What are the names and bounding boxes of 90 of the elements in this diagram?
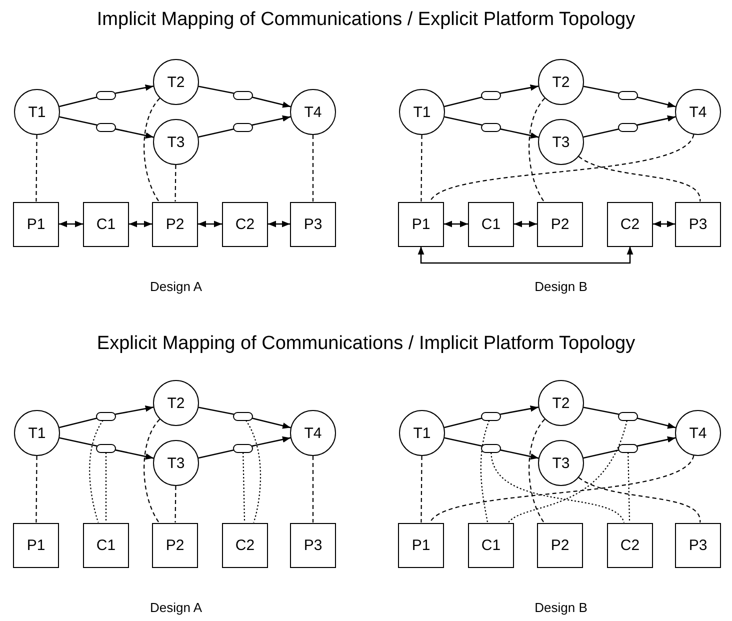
arrow [252,418,291,429]
arrow [500,84,538,94]
double-arrow [198,220,222,228]
design-caption: Design A [150,600,202,616]
dashed-line [420,456,422,522]
arrow [636,436,676,447]
dotted-line [628,452,630,523]
arrow [636,418,676,429]
arrow [252,115,291,126]
platform-box: P3 [675,202,721,246]
dashed-line [144,418,160,523]
dashed-line [528,418,546,523]
line [198,128,234,138]
platform-box: P3 [290,202,336,246]
platform-box: P2 [537,202,583,246]
line [198,449,234,459]
platform-box: C2 [607,522,653,568]
platform-box: P1 [13,522,59,568]
line [198,406,234,415]
arrow [115,406,154,415]
platform-box: C1 [468,202,514,246]
double-arrow [268,220,290,228]
dashed-line [174,165,176,202]
arrow [114,128,154,139]
dashed-line [430,455,694,523]
dashed-line [430,134,694,202]
arrow [500,128,539,139]
dashed-line [420,135,422,202]
dotted-line [242,452,246,523]
line [59,116,98,126]
section-heading: Explicit Mapping of Communications / Implicit Platform Topology [96,332,636,356]
double-arrow [418,246,634,264]
platform-box: C2 [222,202,268,246]
design-caption: Design A [150,279,202,295]
platform-box: P3 [675,522,721,568]
arrow [636,96,676,108]
line [583,128,620,138]
arrow [636,115,676,126]
line [198,86,234,94]
double-arrow [653,220,675,228]
arrow [115,84,154,94]
platform-box: C2 [222,522,268,568]
dashed-line [312,456,314,522]
platform-box: C1 [83,522,129,568]
dotted-line [480,420,490,523]
line [583,406,619,415]
dotted-line [245,420,261,523]
dashed-line [174,486,176,522]
dashed-line [312,135,314,202]
platform-box: C2 [607,202,653,246]
design-caption: Design B [534,600,588,616]
line [59,418,98,428]
line [444,437,482,447]
platform-box: P2 [152,522,198,568]
line [583,86,619,94]
arrow [252,96,291,108]
double-arrow [59,220,83,228]
dashed-line [36,456,38,522]
dotted-line [89,420,104,523]
dotted-line [105,452,107,522]
arrow [500,449,539,460]
arrow [500,406,538,415]
line [444,96,482,108]
dashed-line [144,98,160,202]
design-caption: Design B [534,279,588,295]
platform-box: P2 [152,202,198,246]
platform-box: P3 [290,522,336,568]
double-arrow [129,220,152,228]
platform-box: C1 [468,522,514,568]
line [59,437,98,447]
platform-box: P1 [398,202,444,246]
line [444,418,482,428]
line [444,116,482,126]
arrow [114,449,154,460]
dotted-line [490,452,624,523]
platform-box: P1 [398,522,444,568]
dotted-line [508,420,628,523]
dashed-line [578,477,701,523]
line [59,96,98,108]
dashed-line [528,98,546,202]
platform-box: P2 [537,522,583,568]
arrow [252,436,291,447]
section-heading: Implicit Mapping of Communications / Explicit Platform Topology [96,8,636,32]
platform-box: C1 [83,202,129,246]
double-arrow [444,220,468,228]
dashed-line [578,156,701,202]
dashed-line [36,135,38,202]
line [583,449,620,459]
double-arrow [514,220,537,228]
platform-box: P1 [13,202,59,246]
